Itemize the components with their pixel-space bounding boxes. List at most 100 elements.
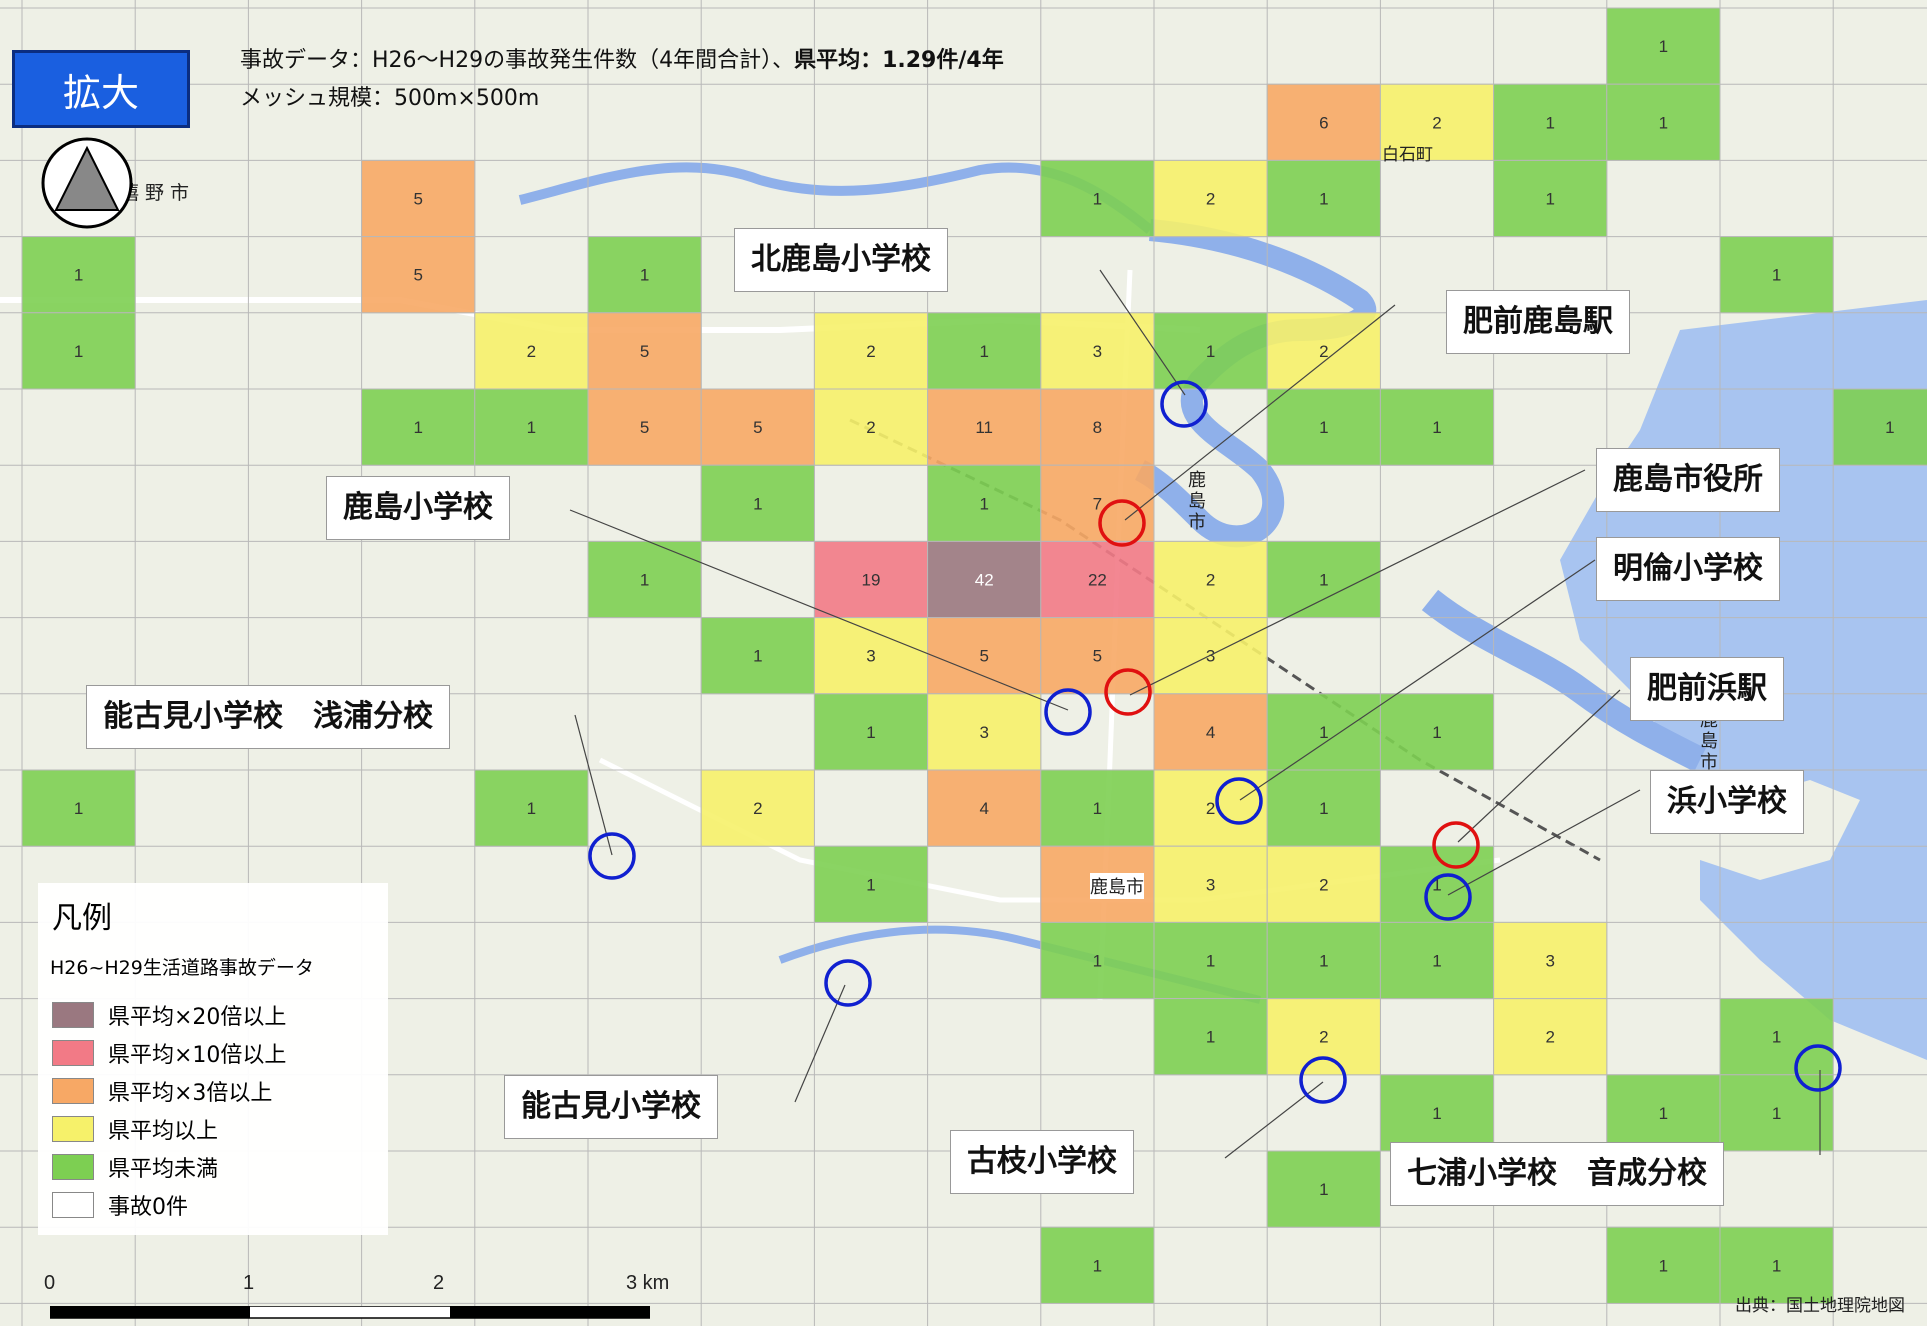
mesh-cell-count: 2 bbox=[1206, 190, 1215, 209]
mesh-cell-below bbox=[1040, 921, 1155, 1000]
legend-swatch bbox=[52, 1154, 94, 1180]
legend-item-20x: 県平均×20倍以上 bbox=[52, 1001, 286, 1030]
mesh-cell-count: 1 bbox=[1432, 1104, 1441, 1123]
scale-label-0: 0 bbox=[44, 1272, 56, 1294]
mesh-cell-below bbox=[1266, 921, 1381, 1000]
header-line-1-text: 事故データ：H26～H29の事故発生件数（4年間合計）、 bbox=[240, 48, 795, 73]
mesh-cell-below bbox=[1719, 1226, 1834, 1304]
mesh-cell-count: 5 bbox=[979, 647, 988, 666]
mesh-cell-count: 1 bbox=[1206, 1028, 1215, 1047]
mesh-cell-below bbox=[1606, 83, 1721, 161]
mesh-cell-count: 1 bbox=[1432, 952, 1441, 971]
mesh-cell-count: 1 bbox=[1432, 723, 1441, 742]
callout-kashima-city-hall: 鹿島市役所 bbox=[1596, 448, 1780, 512]
mesh-cell-count: 1 bbox=[1319, 190, 1328, 209]
mesh-cell-count: 3 bbox=[1545, 952, 1554, 971]
mesh-cell-below bbox=[1040, 1226, 1155, 1304]
mesh-cell-c3 bbox=[927, 617, 1042, 695]
mesh-cell-below bbox=[1606, 1226, 1721, 1304]
legend: 凡例 H26~H29生活道路事故データ 県平均×20倍以上 県平均×10倍以上 … bbox=[38, 883, 388, 1235]
mesh-cell-count: 1 bbox=[979, 494, 988, 513]
legend-title: 凡例 bbox=[52, 901, 112, 936]
mesh-cell-below bbox=[1040, 769, 1155, 847]
legend-swatch bbox=[52, 1192, 94, 1218]
river-lower bbox=[1421, 589, 1706, 772]
mesh-cell-c3 bbox=[361, 236, 476, 314]
mesh-cell-avg bbox=[813, 388, 929, 466]
mesh-cell-below bbox=[587, 236, 702, 314]
mesh-cell-below bbox=[1719, 236, 1834, 314]
mesh-cell-c3 bbox=[700, 388, 815, 466]
prefecture-average: 県平均：1.29件/4年 bbox=[794, 48, 1004, 73]
mesh-cell-below bbox=[21, 769, 136, 847]
mesh-cell-below bbox=[1379, 693, 1495, 771]
mesh-cell-count: 2 bbox=[866, 418, 875, 437]
mesh-cell-below bbox=[1266, 693, 1381, 771]
mesh-cell-count: 1 bbox=[753, 647, 762, 666]
callout-kashima-school: 鹿島小学校 bbox=[326, 476, 510, 540]
mesh-cell-c3 bbox=[927, 388, 1042, 466]
mesh-cell-count: 1 bbox=[1206, 952, 1215, 971]
mesh-cell-count: 2 bbox=[1319, 875, 1328, 894]
mesh-cell-count: 1 bbox=[640, 571, 649, 590]
mesh-cell-count: 19 bbox=[862, 571, 881, 590]
legend-item-zero: 事故0件 bbox=[52, 1191, 188, 1220]
mesh-cell-count: 1 bbox=[74, 799, 83, 818]
mesh-cell-avg bbox=[1266, 312, 1381, 390]
mesh-cell-count: 1 bbox=[1093, 190, 1102, 209]
mesh-cell-count: 11 bbox=[975, 418, 993, 437]
mesh-cell-count: 3 bbox=[979, 723, 988, 742]
mesh-cell-below bbox=[474, 388, 589, 466]
place-label-shiraishi: 白石町 bbox=[1382, 145, 1433, 165]
mesh-cell-count: 1 bbox=[1319, 723, 1328, 742]
mesh-cell-below bbox=[1606, 7, 1721, 85]
legend-swatch bbox=[52, 1078, 94, 1104]
mesh-cell-count: 1 bbox=[1545, 190, 1554, 209]
mesh-cell-count: 1 bbox=[1659, 1256, 1668, 1275]
legend-subtitle: H26~H29生活道路事故データ bbox=[50, 957, 314, 979]
school-marker-meirin bbox=[1215, 777, 1263, 825]
mesh-cell-count: 2 bbox=[1319, 1028, 1328, 1047]
mesh-cell-below bbox=[1266, 159, 1381, 238]
callout-hizen-kashima-station: 肥前鹿島駅 bbox=[1446, 290, 1630, 354]
callout-furue-school: 古枝小学校 bbox=[950, 1130, 1134, 1194]
mesh-cell-count: 1 bbox=[1319, 418, 1328, 437]
mesh-cell-count: 6 bbox=[1319, 113, 1328, 132]
mesh-cell-count: 1 bbox=[866, 723, 875, 742]
mesh-cell-c10 bbox=[1040, 540, 1155, 619]
legend-item-above-avg: 県平均以上 bbox=[52, 1115, 218, 1144]
legend-swatch bbox=[52, 1116, 94, 1142]
mesh-cell-count: 1 bbox=[979, 342, 988, 361]
callout-hizen-hama-station: 肥前浜駅 bbox=[1630, 657, 1784, 721]
mesh-cell-count: 5 bbox=[640, 418, 649, 437]
legend-item-3x: 県平均×3倍以上 bbox=[52, 1077, 273, 1106]
mesh-cell-count: 4 bbox=[979, 799, 988, 818]
scale-label-2: 2 bbox=[433, 1272, 445, 1294]
mesh-cell-below bbox=[21, 312, 136, 390]
mesh-cell-c3 bbox=[1266, 83, 1381, 161]
mesh-cell-c3 bbox=[587, 312, 702, 390]
legend-label: 県平均未満 bbox=[108, 1157, 219, 1182]
mesh-cell-count: 1 bbox=[1319, 571, 1328, 590]
mesh-cell-below bbox=[1379, 921, 1495, 1000]
legend-label: 県平均×3倍以上 bbox=[108, 1081, 273, 1106]
school-markers bbox=[588, 380, 1842, 1104]
place-label-kashima-vertical: 鹿島市 bbox=[1188, 470, 1206, 533]
school-marker-asaura bbox=[588, 832, 636, 880]
mesh-cell-count: 2 bbox=[866, 342, 875, 361]
mesh-cell-count: 1 bbox=[1093, 1256, 1102, 1275]
mesh-cell-count: 1 bbox=[1319, 952, 1328, 971]
mesh-cell-count: 1 bbox=[1659, 1104, 1668, 1123]
station-marker-hizen-hama bbox=[1432, 821, 1480, 869]
mesh-cell-c10 bbox=[813, 540, 929, 619]
mesh-cell-below bbox=[1379, 388, 1495, 466]
mesh-cell-count: 1 bbox=[1772, 1104, 1781, 1123]
mesh-cell-below bbox=[21, 236, 136, 314]
callout-nokomi-school: 能古見小学校 bbox=[504, 1075, 718, 1139]
mesh-cell-count: 1 bbox=[1772, 1028, 1781, 1047]
school-marker-kitakashima bbox=[1160, 380, 1208, 428]
mesh-cell-below bbox=[927, 312, 1042, 390]
mesh-cell-count: 1 bbox=[1545, 113, 1554, 132]
scale-bar bbox=[50, 1306, 650, 1319]
legend-label: 県平均×10倍以上 bbox=[108, 1043, 287, 1068]
